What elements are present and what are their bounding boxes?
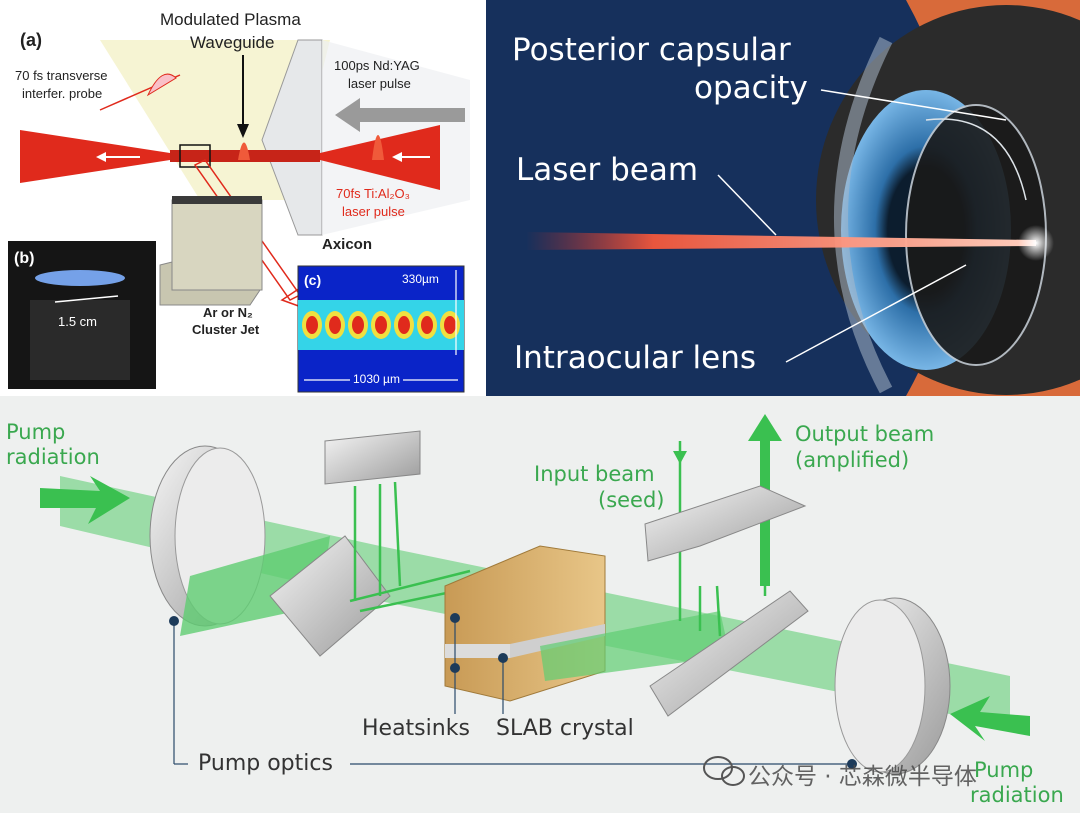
output-beam-label-1: Output beam	[795, 422, 935, 446]
plasma-blob-core	[444, 316, 456, 334]
ndyag-label-2: laser pulse	[348, 76, 411, 91]
probe-label-1: 70 fs transverse	[15, 68, 108, 83]
laser-cone-left	[20, 130, 170, 183]
waveguide-title-1: Modulated Plasma	[160, 10, 301, 29]
ndyag-label-1: 100ps Nd:YAG	[334, 58, 420, 73]
eye-drawing	[526, 0, 1080, 396]
ndyag-arrow-head	[335, 98, 360, 132]
prism-top-left	[324, 430, 421, 485]
input-beam-label-1: Input beam	[534, 462, 655, 486]
folding-mirror-left	[269, 535, 391, 657]
cluster-jet-front	[171, 199, 263, 291]
cluster-jet-nozzle	[172, 196, 262, 204]
laser-pulse-center	[238, 142, 250, 160]
laser-beam	[526, 232, 1036, 250]
posterior-capsule-line	[925, 118, 1027, 201]
waveguide-title-2: Waveguide	[190, 33, 275, 52]
ti-label-2: laser pulse	[342, 204, 405, 219]
watermark: 公众号 · 芯森微半导体	[748, 764, 977, 790]
heatsink-dot-bottom	[450, 663, 460, 673]
output-beam-arrowhead	[748, 414, 782, 441]
input-beam-label-2: (seed)	[598, 488, 665, 512]
pump-right-label-2: radiation	[970, 783, 1064, 807]
iol-label: Intraocular lens	[514, 340, 757, 376]
beam-plane-right	[540, 611, 730, 681]
jet-label-2: Cluster Jet	[192, 322, 260, 337]
jet-label-1: Ar or N₂	[203, 305, 253, 320]
pump-optics-dot	[169, 616, 179, 626]
axicon-lens	[261, 39, 323, 236]
plasma-blob-core	[375, 316, 387, 334]
photo-b-scale-bar	[54, 295, 119, 303]
pump-optics-label: Pump optics	[198, 751, 333, 776]
leader-laser	[717, 174, 777, 236]
cornea	[834, 36, 893, 394]
label-b: (b)	[14, 250, 35, 267]
cluster-jet-base	[159, 261, 261, 306]
probe-pulse	[146, 73, 177, 97]
heatsinks-label: Heatsinks	[362, 716, 470, 741]
pump-left-label-2: radiation	[6, 445, 100, 469]
slab-amplifier-drawing	[40, 414, 1030, 786]
ti-label-1: 70fs Ti:Al₂O₃	[336, 186, 410, 201]
plasma-blob-core	[421, 316, 433, 334]
plasma-blob-core	[329, 316, 341, 334]
plasma-blob-core	[352, 316, 364, 334]
prism-top-right	[644, 485, 807, 562]
pump-arrow-right	[950, 696, 1030, 741]
plasma-waveguide-panel: (a) Modulated Plasma Waveguide 70 fs tra…	[0, 0, 482, 396]
label-c: (c)	[304, 272, 322, 288]
scale-b-label: 1.5 cm	[58, 314, 98, 329]
photo-b-device	[30, 300, 130, 380]
plasma-blob-core	[306, 316, 318, 334]
slab-crystal-label: SLAB crystal	[496, 716, 634, 741]
heatsink-gap	[445, 644, 510, 658]
posterior-label-1: Posterior capsular	[512, 32, 791, 68]
plasma-blob-core	[398, 316, 410, 334]
axicon-label: Axicon	[322, 236, 373, 253]
beam-arrow-left-head	[96, 152, 106, 162]
input-beam-arrow	[673, 451, 687, 464]
plasma-waveguide-drawing	[8, 39, 470, 393]
probe-region-box	[179, 144, 211, 168]
pump-left-label-1: Pump	[6, 420, 66, 444]
heatsink-dot-top	[450, 613, 460, 623]
multipass-beams-left	[349, 481, 481, 613]
dim-width-label: 1030 µm	[350, 372, 403, 386]
heatsink-gap-side	[510, 624, 605, 658]
laser-beam-label: Laser beam	[516, 152, 699, 188]
image-c-blobs	[302, 311, 460, 339]
posterior-label-2: opacity	[694, 70, 808, 106]
label-a: (a)	[20, 30, 42, 50]
leader-iol	[785, 264, 967, 363]
laser-flash	[1018, 225, 1054, 261]
pump-optics-dot-right	[847, 759, 857, 769]
pump-right-label-1: Pump	[974, 758, 1034, 782]
folding-mirror-right	[649, 590, 809, 717]
leader-posterior	[820, 89, 1007, 121]
probe-label-2: interfer. probe	[22, 86, 103, 101]
pump-arrow-left	[40, 476, 130, 524]
waveguide-pointer-head	[237, 124, 249, 138]
pump-lens-right-face	[834, 599, 926, 773]
wechat-icon	[703, 756, 745, 786]
laser-pulse-right	[372, 135, 384, 160]
beam-arrow-right-head	[392, 152, 402, 162]
eye-laser-panel: Posterior capsular opacity Laser beam In…	[486, 0, 1080, 396]
slab-dot	[498, 653, 508, 663]
dim-height-label: 330µm	[402, 272, 439, 286]
photo-b-plasma-glow	[35, 270, 125, 286]
ndyag-arrow-shaft	[355, 108, 465, 122]
output-beam-label-2: (amplified)	[795, 448, 910, 472]
slab-amplifier-panel: Pump radiation Input beam (seed) Output …	[0, 396, 1080, 813]
